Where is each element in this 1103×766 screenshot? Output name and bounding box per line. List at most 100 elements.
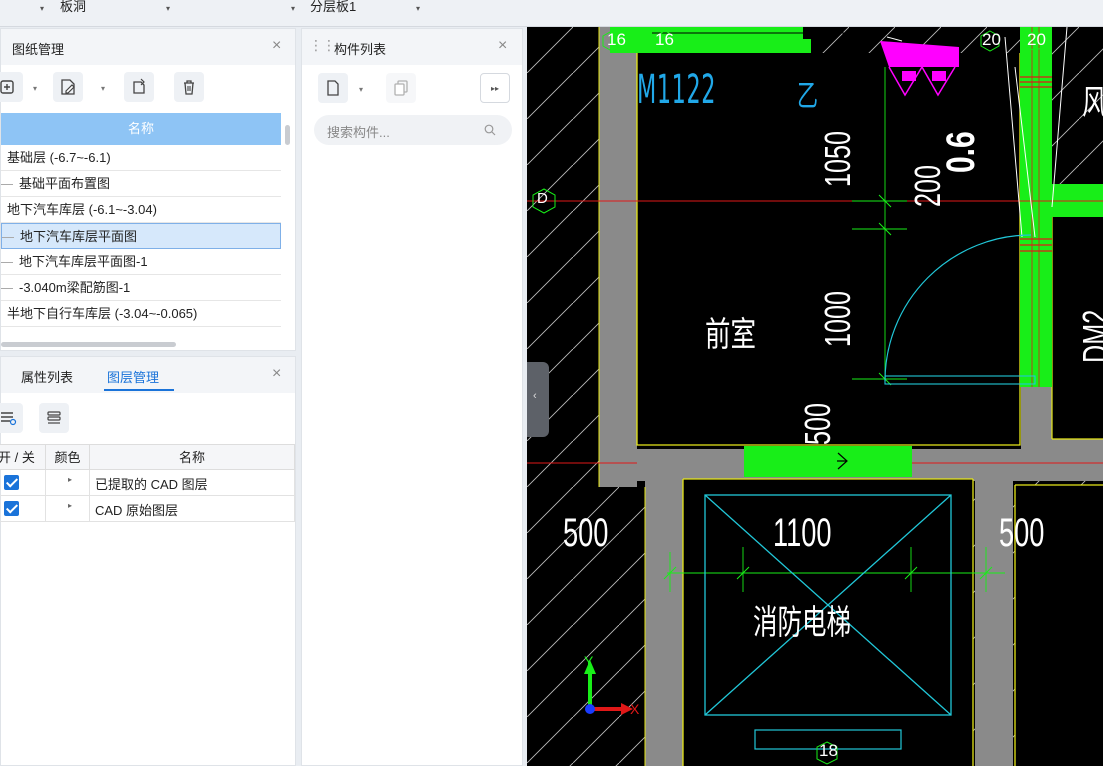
tab-properties[interactable]: 属性列表 (21, 370, 74, 385)
active-tab-underline (104, 389, 174, 391)
tree-item-label: 基础层 (-6.7~-6.1) (7, 150, 111, 165)
dropdown-caret-icon[interactable]: ▾ (416, 4, 421, 13)
tree-item[interactable]: 地下汽车库层 (-6.1~-3.04) (1, 197, 281, 223)
column-header-color: 颜色 (45, 444, 90, 470)
ratio-label: 0.6 (939, 131, 983, 173)
tree-item[interactable]: 地下汽车库层平面图 (1, 223, 281, 249)
add-drawing-button[interactable] (0, 72, 23, 102)
split-icon (133, 78, 145, 94)
panel-header: 图纸管理 × (1, 29, 295, 65)
grid-label: 16 (655, 30, 674, 49)
room-label-right: 风 (1082, 75, 1103, 124)
dimension-500-vertical: 500 (797, 402, 838, 445)
tab-layers[interactable]: 图层管理 (107, 370, 160, 385)
axis-x-label: X (630, 701, 640, 717)
scrollbar[interactable] (285, 125, 290, 145)
elevator-label: 消防电梯 (753, 604, 851, 642)
tree-item[interactable]: 基础层 (-6.7~-6.1) (1, 145, 281, 171)
drag-handle-icon[interactable]: ⋮⋮ (309, 37, 336, 53)
chevron-down-icon[interactable]: ▾ (359, 85, 364, 94)
layer-name: CAD 原始图层 (95, 503, 179, 518)
axis-y-label: Y (584, 653, 594, 669)
dimension-500-right: 500 (999, 511, 1045, 555)
split-drawing-button[interactable] (124, 72, 154, 102)
expand-button[interactable]: ▸▸ (480, 73, 510, 103)
new-file-icon (327, 80, 339, 96)
layer-row[interactable]: ▸ 已提取的 CAD 图层 (0, 470, 295, 496)
grid-label: 20 (1027, 30, 1046, 49)
dimension-1000: 1000 (817, 290, 858, 347)
close-icon[interactable]: × (498, 37, 508, 54)
tree-item-label: 地下汽车库层 (-6.1~-3.04) (7, 202, 157, 217)
component-list-panel: ⋮⋮ 构件列表 × ▾ ▸▸ 搜索构件... (301, 28, 523, 766)
add-drawing-icon (0, 80, 14, 94)
search-placeholder: 搜索构件... (327, 125, 390, 140)
cell-divider (89, 496, 90, 522)
cell-divider (89, 470, 90, 496)
new-component-button[interactable] (318, 73, 348, 103)
dimension-500-left: 500 (563, 511, 609, 555)
panel-title: 图纸管理 (12, 42, 65, 57)
tree-item[interactable]: 基础平面布置图 (1, 171, 281, 197)
tree-item-label: 半地下自行车库层 (-3.04~-0.065) (7, 306, 198, 321)
layer-list-button[interactable] (39, 403, 69, 433)
tree-item[interactable]: -3.040m梁配筋图-1 (1, 275, 281, 301)
cad-drawing-canvas[interactable]: 16 16 20 20 D 18 M1122 乙 1050 200 0.6 前室… (527, 27, 1103, 766)
cad-drawing (527, 27, 1103, 766)
tree-item-label: -3.040m梁配筋图-1 (19, 280, 131, 295)
layer-list-icon (47, 411, 61, 424)
dropdown-caret-icon[interactable]: ▾ (291, 4, 296, 13)
dropdown-caret-icon[interactable]: ▾ (166, 4, 171, 13)
tree-item[interactable]: 半地下自行车库层 (-3.04~-0.065) (1, 301, 281, 327)
chevron-left-icon: ‹ (533, 390, 537, 402)
tree-connector (1, 262, 13, 263)
panel-collapse-handle[interactable]: ‹ (527, 362, 549, 437)
panel-header: 属性列表 图层管理 × (1, 357, 295, 393)
layer-visible-checkbox[interactable] (4, 501, 19, 516)
dm2-label: DM2 (1075, 309, 1103, 363)
tree-connector (2, 237, 14, 238)
grid-border (294, 470, 295, 522)
room-label: 前室 (705, 316, 756, 354)
layer-visible-checkbox[interactable] (4, 475, 19, 490)
close-icon[interactable]: × (272, 37, 282, 54)
panel-title: 构件列表 (334, 42, 387, 57)
dimension-1050: 1050 (817, 130, 858, 187)
door-label: M1122 (637, 67, 717, 113)
search-input[interactable]: 搜索构件... (314, 115, 512, 145)
layer-management-panel: 属性列表 图层管理 × 开 / 关 颜色 名称 ▸已提取的 CAD 图层▸CAD… (0, 356, 296, 766)
tree-connector (1, 288, 13, 289)
tree-item-label: 地下汽车库层平面图 (20, 229, 138, 244)
chevron-down-icon[interactable]: ▾ (33, 84, 38, 93)
tree-item[interactable]: 地下汽车库层平面图-1 (1, 249, 281, 275)
tree-column-header: 名称 (1, 113, 281, 145)
layer-name: 已提取的 CAD 图层 (95, 477, 208, 492)
top-toolbar: ▾ 板洞 ▾ ▾ 分层板1 ▾ (0, 0, 1103, 27)
edit-drawing-button[interactable] (53, 72, 83, 102)
chevron-down-icon[interactable]: ▾ (101, 84, 106, 93)
delete-drawing-button[interactable] (174, 72, 204, 102)
panel-header: ⋮⋮ 构件列表 × (302, 29, 522, 65)
layer-settings-button[interactable] (0, 403, 23, 433)
component-type-select[interactable]: 板洞 (60, 0, 87, 14)
layers-icon (1, 412, 17, 426)
copy-component-button[interactable] (386, 73, 416, 103)
layer-board-select[interactable]: 分层板1 (310, 0, 357, 14)
grid-label: D (537, 190, 548, 207)
expand-arrow-icon[interactable]: ▸ (68, 475, 73, 484)
close-icon[interactable]: × (272, 365, 282, 382)
drawing-management-panel: 图纸管理 × ▾ ▾ 名称 基础层 (-6.7~-6.1) 基础平面布置图地下汽车… (0, 28, 296, 351)
cell-divider (45, 470, 46, 496)
dropdown-caret-icon[interactable]: ▾ (40, 4, 45, 13)
horizontal-scrollbar[interactable] (1, 342, 176, 347)
expand-arrow-icon[interactable]: ▸ (68, 501, 73, 510)
layer-row[interactable]: ▸ CAD 原始图层 (0, 496, 295, 522)
cell-divider (45, 496, 46, 522)
tree-item-label: 地下汽车库层平面图-1 (19, 254, 148, 269)
copy-icon (394, 80, 408, 96)
tree-item-label: 基础平面布置图 (19, 176, 111, 191)
search-icon (484, 124, 496, 136)
dimension-1100: 1100 (773, 511, 832, 555)
trash-icon (184, 80, 194, 95)
grid-label: 16 (607, 30, 626, 49)
